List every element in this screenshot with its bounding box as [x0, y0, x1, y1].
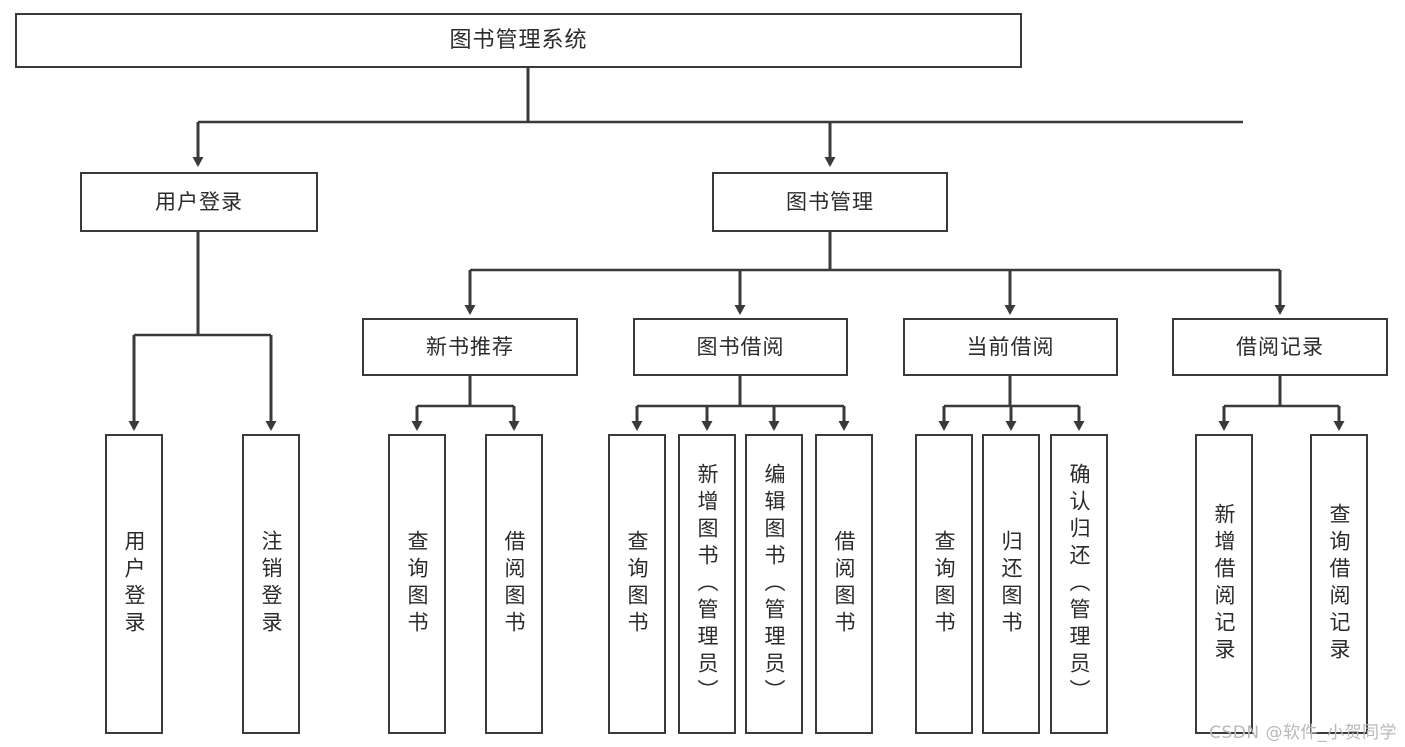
leaf-current-borrow-confirm-return[interactable]: 确认归还（管理员）: [1050, 434, 1108, 734]
node-label: 查询借阅记录: [1327, 503, 1352, 665]
node-label: 查询图书: [625, 530, 650, 638]
leaf-book-borrow-edit[interactable]: 编辑图书（管理员）: [745, 434, 803, 734]
node-label: 图书借阅: [696, 334, 785, 359]
leaf-borrow-record-query[interactable]: 查询借阅记录: [1310, 434, 1368, 734]
leaf-new-book-borrow[interactable]: 借阅图书: [485, 434, 543, 734]
node-user-login[interactable]: 用户登录: [80, 172, 318, 232]
node-label: 归还图书: [999, 530, 1024, 638]
watermark: CSDN @软件_小贺同学: [1209, 723, 1397, 743]
node-label: 当前借阅: [966, 334, 1055, 359]
node-label: 新书推荐: [426, 334, 514, 359]
leaf-book-borrow-add[interactable]: 新增图书（管理员）: [678, 434, 736, 734]
node-label: 新增图书（管理员）: [695, 462, 720, 706]
leaf-current-borrow-query[interactable]: 查询图书: [915, 434, 973, 734]
node-label: 用户登录: [122, 530, 147, 638]
node-label: 确认归还（管理员）: [1067, 462, 1092, 706]
node-label: 新增借阅记录: [1212, 503, 1237, 665]
node-current-borrow[interactable]: 当前借阅: [903, 318, 1118, 376]
leaf-borrow-record-add[interactable]: 新增借阅记录: [1195, 434, 1253, 734]
node-book-borrow[interactable]: 图书借阅: [633, 318, 848, 376]
node-label: 注销登录: [259, 530, 284, 638]
node-label: 编辑图书（管理员）: [762, 462, 787, 706]
node-label: 查询图书: [405, 530, 430, 638]
leaf-book-borrow-borrow[interactable]: 借阅图书: [815, 434, 873, 734]
node-label: 图书管理: [786, 189, 874, 214]
node-book-management[interactable]: 图书管理: [712, 172, 948, 232]
leaf-new-book-query[interactable]: 查询图书: [388, 434, 446, 734]
node-label: 借阅记录: [1236, 334, 1324, 359]
node-label: 查询图书: [932, 530, 957, 638]
leaf-current-borrow-return[interactable]: 归还图书: [982, 434, 1040, 734]
leaf-user-login-logout[interactable]: 注销登录: [242, 434, 300, 734]
leaf-book-borrow-query[interactable]: 查询图书: [608, 434, 666, 734]
node-borrow-records[interactable]: 借阅记录: [1172, 318, 1388, 376]
node-label: 借阅图书: [502, 530, 527, 638]
node-root-book-management-system[interactable]: 图书管理系统: [15, 13, 1022, 68]
node-new-book-recommend[interactable]: 新书推荐: [362, 318, 578, 376]
node-label: 借阅图书: [832, 530, 857, 638]
leaf-user-login-login[interactable]: 用户登录: [105, 434, 163, 734]
node-label: 用户登录: [155, 189, 243, 214]
node-label: 图书管理系统: [449, 27, 588, 53]
